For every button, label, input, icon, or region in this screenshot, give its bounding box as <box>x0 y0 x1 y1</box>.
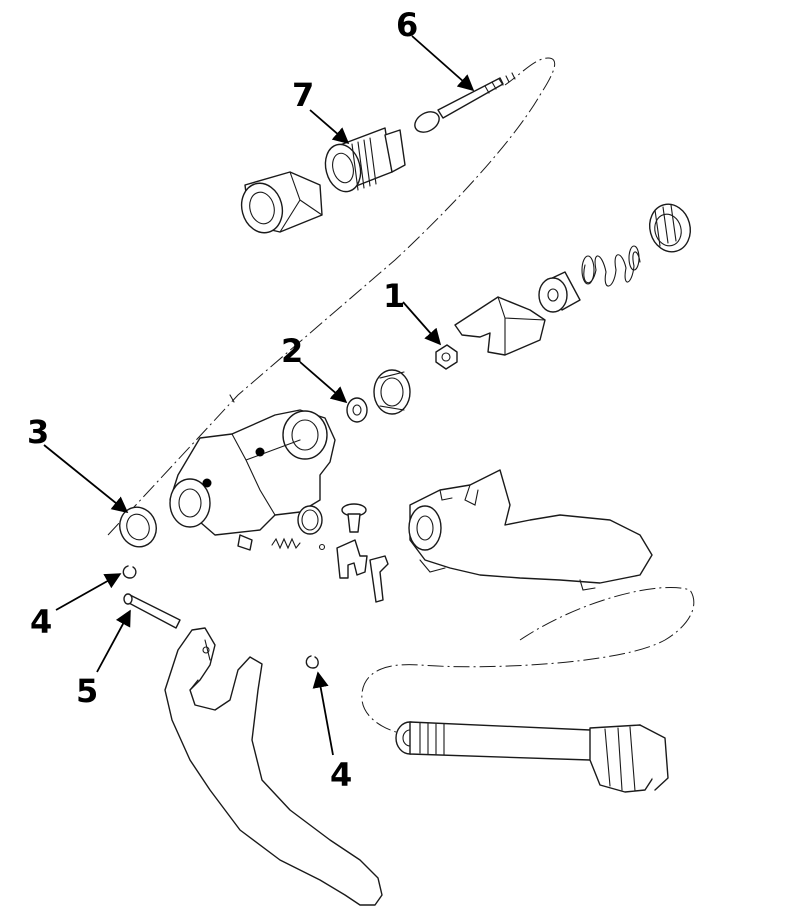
valve-body <box>169 409 336 551</box>
o-ring <box>297 505 326 551</box>
small-bracket <box>336 539 389 603</box>
small-spring <box>271 537 301 550</box>
callout-5: 5 <box>76 672 98 710</box>
trigger-lever <box>164 627 383 906</box>
clevis-pin <box>123 593 181 629</box>
callout-4-left: 4 <box>30 603 52 641</box>
nut-washer <box>346 397 368 423</box>
inlet-connector <box>395 721 669 793</box>
callout-1: 1 <box>383 277 405 315</box>
small-nut <box>435 344 458 370</box>
callout-labels: 6 7 1 2 3 4 5 4 <box>27 6 418 794</box>
assembly-centerlines <box>107 57 695 737</box>
spool-nozzle <box>324 127 406 193</box>
hex-nut <box>240 171 323 234</box>
spring-clip-right <box>305 655 319 669</box>
lever-housing <box>408 469 653 591</box>
drum <box>538 271 581 313</box>
callout-6: 6 <box>396 6 418 44</box>
screw <box>341 503 367 533</box>
coil-spring <box>581 245 641 287</box>
callout-arrows <box>43 35 475 756</box>
fork-bracket <box>454 296 546 356</box>
small-pin <box>229 394 235 403</box>
spring-retainer <box>373 369 411 415</box>
callout-3: 3 <box>27 413 49 451</box>
callout-7: 7 <box>292 76 314 114</box>
retaining-ring <box>119 506 157 548</box>
callout-2: 2 <box>281 332 303 370</box>
threaded-plug <box>649 203 691 253</box>
threaded-rod <box>414 72 516 133</box>
spring-clip-left <box>122 565 137 579</box>
callout-4-right: 4 <box>330 756 352 794</box>
